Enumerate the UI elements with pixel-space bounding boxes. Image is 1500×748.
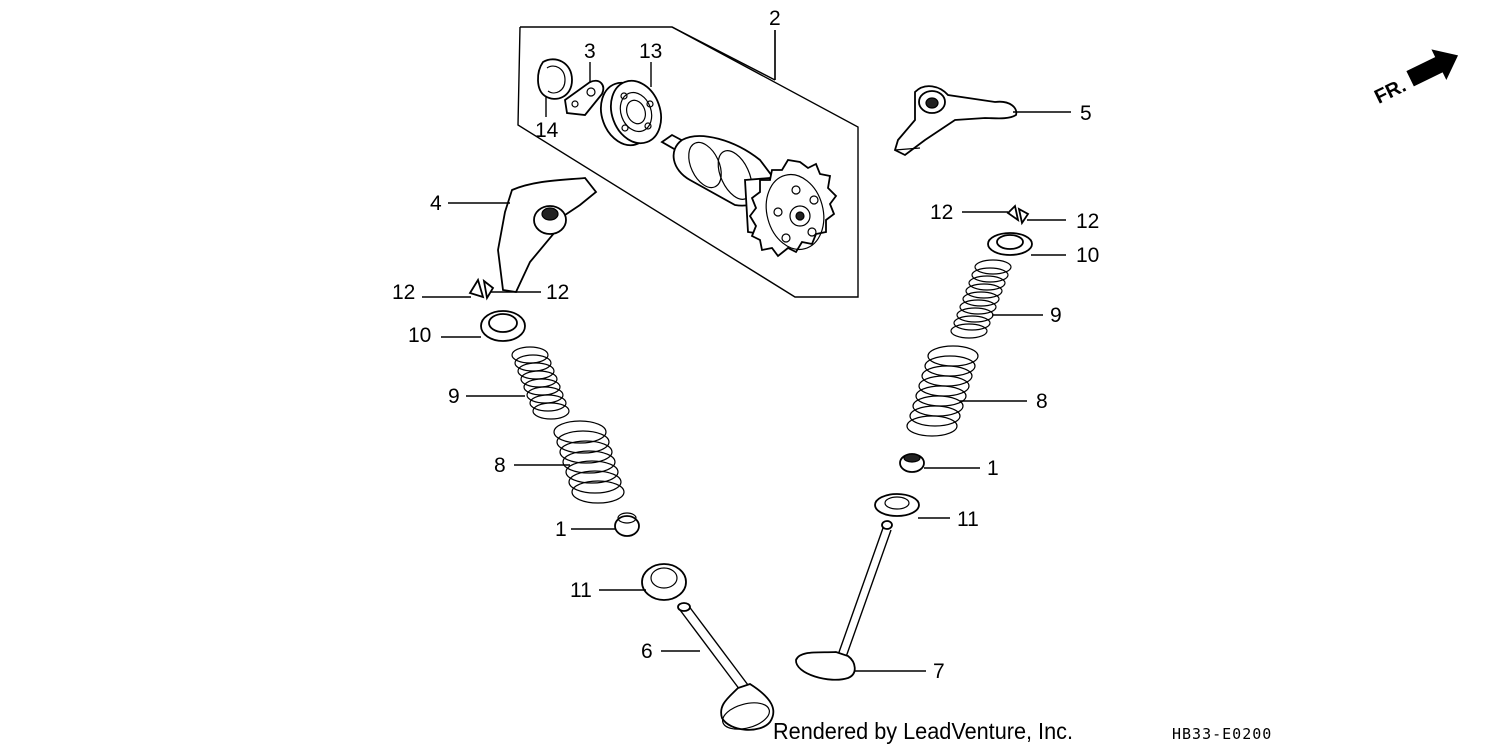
callout-8-right[interactable]: 8 <box>1036 390 1048 413</box>
cotter-right-part[interactable] <box>1006 204 1030 226</box>
exhaust-valve-part[interactable] <box>795 520 893 681</box>
setting-plate-part[interactable] <box>564 80 605 116</box>
circlip-part[interactable] <box>537 58 573 100</box>
spring-seat-left-part[interactable] <box>641 563 687 601</box>
callout-6[interactable]: 6 <box>641 640 653 663</box>
callout-12-left-a[interactable]: 12 <box>392 281 415 304</box>
leader-lines <box>422 30 1071 672</box>
direction-arrow-icon <box>1406 49 1459 87</box>
intake-valve-part[interactable] <box>677 602 775 734</box>
callout-11-right[interactable]: 11 <box>957 508 979 531</box>
callout-5[interactable]: 5 <box>1080 102 1092 125</box>
bearing-part[interactable] <box>593 74 670 153</box>
callout-14[interactable]: 14 <box>535 119 559 142</box>
callout-12-right-b[interactable]: 12 <box>1076 210 1099 233</box>
callout-2[interactable]: 2 <box>769 7 781 30</box>
inner-spring-left-part[interactable] <box>511 346 570 420</box>
spring-seat-right-part[interactable] <box>874 493 920 517</box>
cotter-left-part[interactable] <box>468 277 495 301</box>
callout-1-left[interactable]: 1 <box>555 518 567 541</box>
exhaust-rocker-arm-part[interactable] <box>893 85 1018 157</box>
stem-seal-left-part[interactable] <box>614 512 640 537</box>
outer-spring-left-part[interactable] <box>553 420 625 504</box>
outer-spring-right-part[interactable] <box>906 345 979 437</box>
inner-spring-right-part[interactable] <box>950 259 1012 339</box>
cam-sprocket-part[interactable] <box>748 159 838 258</box>
callout-10-left[interactable]: 10 <box>408 324 431 347</box>
callout-labels: 2 3 13 14 5 4 12 12 10 9 8 1 11 6 12 12 … <box>392 7 1099 683</box>
callout-3[interactable]: 3 <box>584 40 596 63</box>
retainer-right-part[interactable] <box>987 232 1033 256</box>
front-direction-indicator: FR. <box>1371 49 1459 109</box>
retainer-left-part[interactable] <box>480 310 526 342</box>
diagram-code: HB33-E0200 <box>1172 725 1272 743</box>
callout-13[interactable]: 13 <box>639 40 662 63</box>
callout-12-right-a[interactable]: 12 <box>930 201 953 224</box>
callout-10-right[interactable]: 10 <box>1076 244 1099 267</box>
direction-label: FR. <box>1371 75 1410 109</box>
callout-11-left[interactable]: 11 <box>570 579 592 602</box>
callout-1-right[interactable]: 1 <box>987 457 999 480</box>
callout-7[interactable]: 7 <box>933 660 945 683</box>
intake-rocker-arm-part[interactable] <box>497 177 598 293</box>
callout-9-right[interactable]: 9 <box>1050 304 1062 327</box>
rendered-by-credit: Rendered by LeadVenture, Inc. <box>773 718 1073 744</box>
stem-seal-right-part[interactable] <box>899 453 925 473</box>
callout-12-left-b[interactable]: 12 <box>546 281 569 304</box>
callout-9-left[interactable]: 9 <box>448 385 460 408</box>
callout-4[interactable]: 4 <box>430 192 442 215</box>
callout-8-left[interactable]: 8 <box>494 454 506 477</box>
